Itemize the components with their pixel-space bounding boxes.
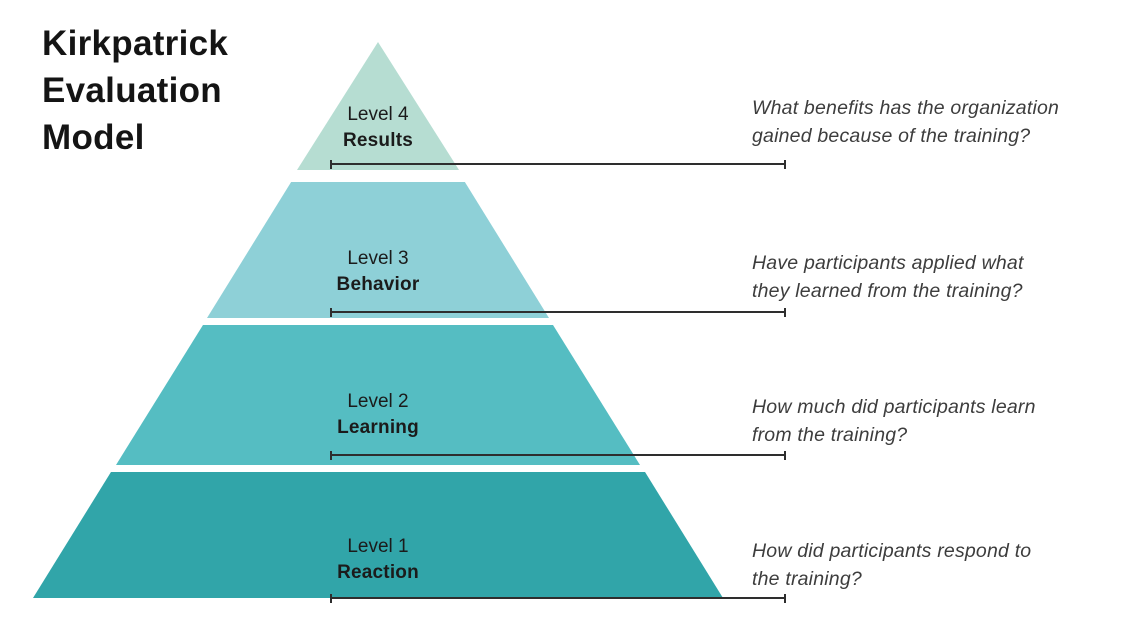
question-level-3: Have participants applied what they lear… bbox=[752, 252, 1024, 302]
level-3-label: Level 3 bbox=[347, 248, 409, 269]
question-level-4: What benefits has the organization gaine… bbox=[752, 97, 1060, 147]
diagram-title: Kirkpatrick Evaluation Model bbox=[42, 24, 229, 157]
connector-line-level-3 bbox=[330, 307, 786, 317]
level-1-label: Level 1 bbox=[347, 536, 409, 557]
level-2-label: Level 2 bbox=[347, 391, 409, 412]
connector-line-level-1 bbox=[330, 593, 786, 603]
pyramid-level-2-learning: Level 2 Learning bbox=[116, 325, 640, 465]
connector-line-level-2 bbox=[330, 450, 786, 460]
pyramid-level-4-results: Level 4 Results bbox=[297, 42, 459, 170]
level-1-name: Reaction bbox=[337, 562, 419, 583]
level-3-name: Behavior bbox=[336, 274, 420, 295]
line-end-tick bbox=[784, 450, 786, 460]
level-2-text: Level 2 Learning bbox=[116, 389, 640, 441]
line-end-tick bbox=[330, 307, 332, 317]
connector-line-level-4 bbox=[330, 159, 786, 169]
question-level-1: How did participants respond to the trai… bbox=[752, 540, 1032, 590]
line-end-tick bbox=[330, 159, 332, 169]
level-2-name: Learning bbox=[337, 417, 419, 438]
line-end-tick bbox=[330, 450, 332, 460]
level-1-text: Level 1 Reaction bbox=[33, 534, 723, 586]
level-4-label: Level 4 bbox=[347, 104, 409, 125]
line-end-tick bbox=[784, 593, 786, 603]
line-end-tick bbox=[784, 159, 786, 169]
pyramid-level-1-reaction: Level 1 Reaction bbox=[33, 472, 723, 598]
line-end-tick bbox=[330, 593, 332, 603]
question-level-2: How much did participants learn from the… bbox=[752, 396, 1036, 446]
pyramid-level-3-behavior: Level 3 Behavior bbox=[207, 182, 549, 318]
line-end-tick bbox=[784, 307, 786, 317]
level-4-text: Level 4 Results bbox=[297, 102, 459, 154]
level-3-text: Level 3 Behavior bbox=[207, 246, 549, 298]
level-4-name: Results bbox=[342, 130, 414, 151]
